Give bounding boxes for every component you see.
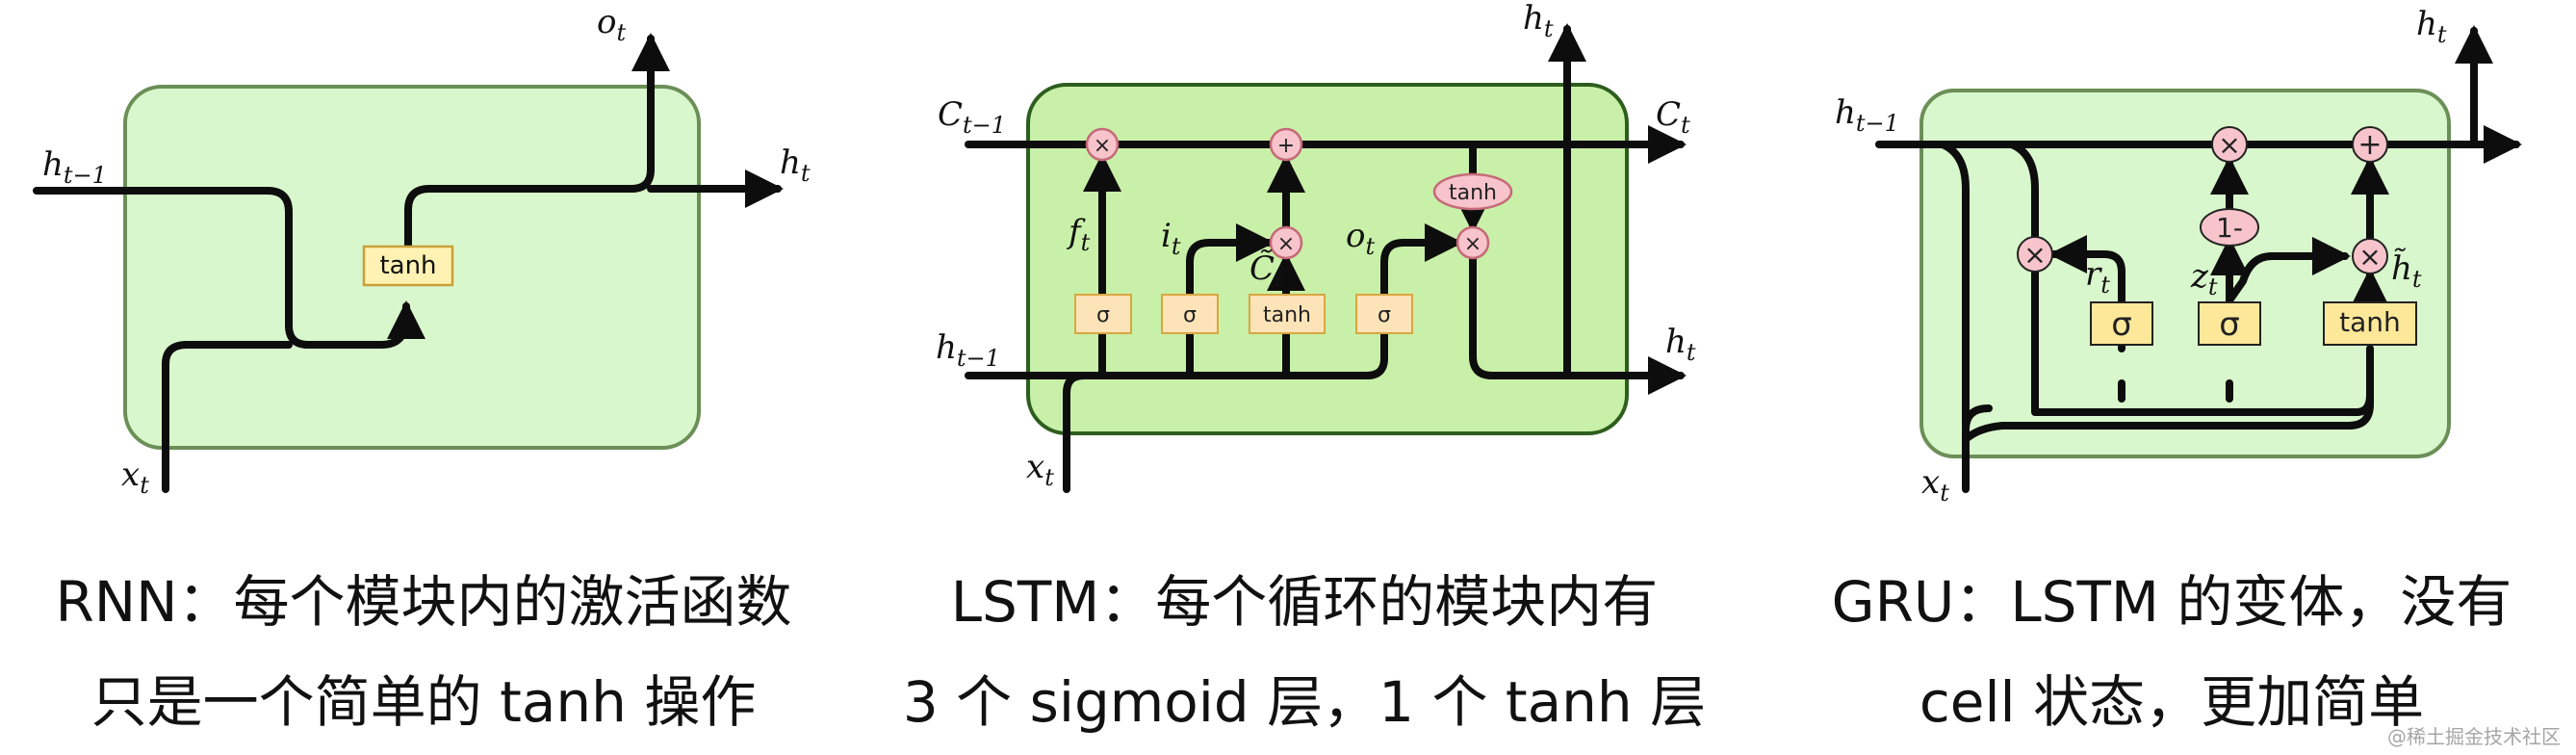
rnn-label-hprev: ht−1: [42, 145, 107, 189]
lstm-add-symbol: +: [1277, 134, 1295, 158]
gru-label-z: zt: [2190, 257, 2218, 300]
rnn-label-h: ht: [780, 143, 811, 187]
gru-label-x: xt: [1921, 463, 1949, 507]
lstm-hprev-line: [965, 325, 1388, 379]
lstm-input-sigma-gate: [1161, 294, 1219, 334]
gru-update-multiply-symbol: ×: [2218, 129, 2240, 161]
gru-candidate-multiply-symbol: ×: [2358, 241, 2381, 273]
lstm-tanh-oval: [1432, 172, 1513, 211]
gru-label-htilde: h̃t: [2391, 248, 2422, 293]
gru-update-multiply: [2211, 126, 2248, 163]
gru-reset-multiply: [2017, 236, 2053, 273]
lstm-forget-sigma-label: σ: [1096, 303, 1110, 327]
gru-label-hprev: ht−1: [1835, 93, 1899, 137]
lstm-label-hprev: ht−1: [936, 328, 1000, 372]
lstm-input-sigma-label: σ: [1183, 303, 1197, 327]
lstm-x-line: [1063, 372, 1088, 493]
gru-reset-sigma-gate: [2090, 301, 2153, 346]
lstm-forget-sigma-gate: [1074, 294, 1132, 334]
lstm-diagram: × + × × tanh σ σ tanh σ Ct−1 Ct ht ht ht…: [936, 0, 1696, 493]
rnn-hprev-path: [33, 187, 425, 349]
lstm-h-out: [1469, 254, 1687, 395]
gru-add-op: [2352, 126, 2388, 163]
gru-caption-line2: cell 状态，更加简单: [1919, 669, 2425, 735]
gru-update-sigma-label: σ: [2219, 305, 2240, 344]
lstm-label-c: Ct: [1656, 95, 1690, 139]
gru-diagram: × × + × 1- σ σ tanh ht ht−1 xt rt zt h̃t: [1835, 5, 2522, 507]
gru-reset-branch: [2008, 141, 2039, 245]
lstm-tanh-oval-label: tanh: [1449, 181, 1497, 205]
lstm-label-i: it: [1161, 217, 1181, 260]
gru-x-line: [1962, 404, 1993, 493]
rnn-label-o: ot: [597, 3, 626, 46]
watermark: @稀土掘金技术社区: [2387, 725, 2561, 748]
gru-tanh-gate: [2323, 301, 2417, 346]
gru-x-bottom: [1962, 345, 2374, 443]
gru-tanh-gate-label: tanh: [2339, 306, 2401, 338]
gru-candidate-multiply: [2352, 238, 2388, 274]
rnn-x-path: [162, 341, 293, 493]
rnn-output-path: [404, 33, 670, 252]
lstm-label-hright: ht: [1665, 323, 1696, 366]
lstm-input-multiply-symbol: ×: [1277, 232, 1295, 256]
lstm-tanh-gate-label: tanh: [1263, 303, 1311, 327]
rnn-tanh-gate: [362, 245, 454, 287]
lstm-label-htop: ht: [1523, 0, 1554, 42]
gru-reset-multiply-symbol: ×: [2023, 239, 2046, 271]
gru-one-minus-op: [2200, 208, 2259, 247]
lstm-input-multiply: [1269, 225, 1303, 260]
gru-cell: [1919, 89, 2451, 458]
gru-caption-line1: GRU：LSTM 的变体，没有: [1831, 569, 2512, 635]
lstm-output-sigma-gate: [1355, 294, 1413, 334]
gru-label-r: rt: [2085, 255, 2110, 299]
lstm-output-multiply-symbol: ×: [1464, 232, 1481, 256]
lstm-output-multiply: [1455, 225, 1490, 260]
lstm-add-op: [1269, 127, 1303, 162]
gru-left-branch: [1939, 141, 1970, 430]
lstm-label-ctilde: C̃t: [1249, 249, 1284, 293]
gru-z-right: [2226, 237, 2351, 304]
lstm-tanh-gate: [1249, 294, 1326, 334]
lstm-caption-line1: LSTM：每个循环的模块内有: [950, 569, 1659, 635]
gru-reset-sigma-label: σ: [2111, 305, 2132, 344]
lstm-cell: [1026, 83, 1629, 435]
gru-one-minus-label: 1-: [2216, 212, 2243, 244]
rnn-label-x: xt: [121, 456, 149, 499]
lstm-forget-multiply-symbol: ×: [1094, 134, 1111, 158]
rnn-diagram: tanh ot ht ht−1 xt: [33, 3, 811, 499]
lstm-output-sigma-label: σ: [1378, 303, 1391, 327]
gru-label-htop: ht: [2416, 5, 2447, 48]
gru-update-sigma-gate: [2198, 301, 2261, 346]
lstm-label-x: xt: [1026, 448, 1054, 491]
gru-r-arrow: [2048, 235, 2125, 352]
rnn-caption-line1: RNN：每个模块内的激活函数: [55, 569, 792, 635]
lstm-label-cprev: Ct−1: [938, 95, 1006, 139]
gru-add-symbol: +: [2357, 128, 2382, 162]
lstm-i-up: [1186, 223, 1275, 379]
lstm-caption-line2: 3 个 sigmoid 层，1 个 tanh 层: [902, 669, 1707, 735]
lstm-label-o: ot: [1346, 217, 1375, 260]
lstm-o-line: [1380, 223, 1463, 304]
rnn-tanh-label: tanh: [379, 251, 436, 280]
rnn-caption-line2: 只是一个简单的 tanh 操作: [90, 669, 757, 735]
lstm-forget-multiply: [1085, 127, 1120, 162]
